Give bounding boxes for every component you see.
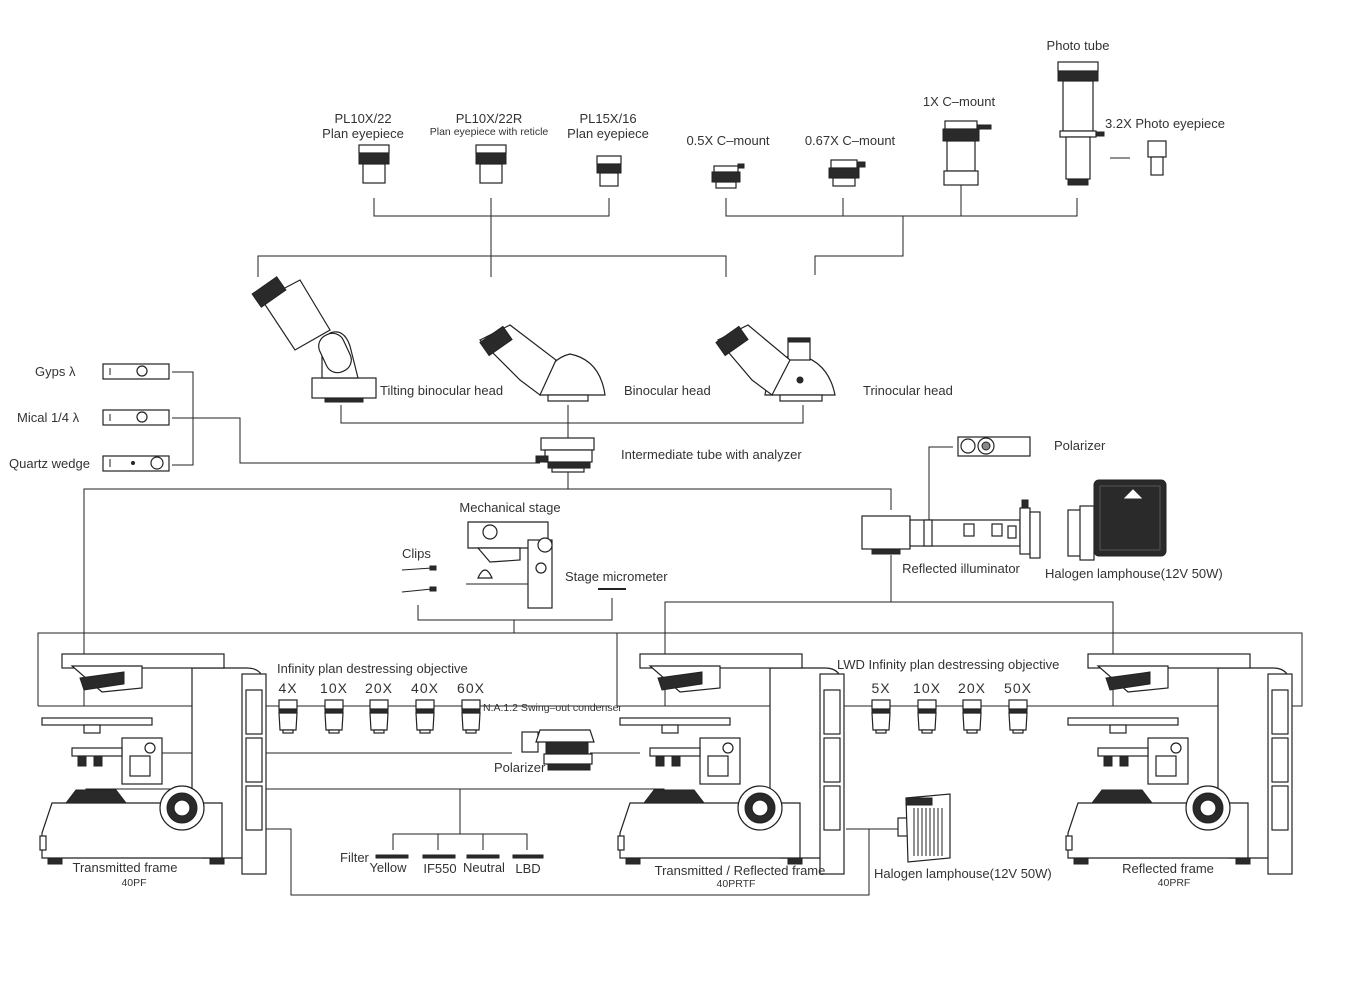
polarizer-label: Polarizer <box>1054 438 1106 453</box>
filter-label: Filter <box>340 850 369 865</box>
reflected-frame <box>1065 653 1293 875</box>
eyepiece-3-name: Plan eyepiece <box>567 126 649 141</box>
eyepiece-2-code: PL10X/22R <box>455 111 523 126</box>
intermediate-tube <box>535 437 595 473</box>
lamphouse-top-label: Halogen lamphouse(12V 50W) <box>1045 566 1223 581</box>
lwd-mag-50x: 50X <box>1004 680 1032 696</box>
eyepiece-group <box>358 144 622 187</box>
transmitted-frame <box>39 653 267 875</box>
mical-plate <box>102 409 170 426</box>
transmitted-frame-code: 40PF <box>121 877 147 889</box>
lwd-mag-20x: 20X <box>958 680 986 696</box>
reflected-illuminator-label: Reflected illuminator <box>902 561 1020 576</box>
filter-lbd: LBD <box>515 861 541 876</box>
halogen-lamphouse-bottom <box>897 793 951 863</box>
mechanical-stage-label: Mechanical stage <box>459 500 561 515</box>
infinity-objectives <box>278 699 481 734</box>
eyepiece-pl10x22r <box>475 144 507 184</box>
lwd-mag-10x: 10X <box>913 680 941 696</box>
binocular-head-label: Binocular head <box>624 383 711 398</box>
lamphouse-bottom-label: Halogen lamphouse(12V 50W) <box>874 866 1052 881</box>
connector-lines <box>37 157 1303 896</box>
filter-if550: IF550 <box>423 861 457 876</box>
c-mount-1-label: 1X C–mount <box>922 94 996 109</box>
obj-mag-40x: 40X <box>411 680 439 696</box>
gyps-plate <box>102 363 170 380</box>
lwd-objective-title: LWD Infinity plan destressing objective <box>837 657 1060 672</box>
eyepiece-pl10x22 <box>358 144 390 184</box>
eyepiece-2-name: Plan eyepiece with reticle <box>429 126 549 138</box>
eyepiece-3-code: PL15X/16 <box>579 111 637 126</box>
clips-label: Clips <box>402 546 431 561</box>
condenser-label: N.A.1.2 Swing–out condenser <box>483 702 622 714</box>
swing-out-condenser <box>521 729 595 771</box>
c-mount-067-label: 0.67X C–mount <box>804 133 896 148</box>
quartz-wedge <box>102 455 170 472</box>
transmitted-frame-name: Transmitted frame <box>72 860 178 875</box>
reflected-illuminator <box>861 499 1041 559</box>
obj-mag-60x: 60X <box>457 680 485 696</box>
trinocular-head <box>715 324 836 402</box>
reflected-frame-name: Reflected frame <box>1122 861 1214 876</box>
obj-mag-20x: 20X <box>365 680 393 696</box>
tilting-binocular-head <box>251 276 377 403</box>
mechanical-stage <box>466 521 553 609</box>
filter-neutral: Neutral <box>463 860 505 875</box>
obj-mag-4x: 4X <box>278 680 298 696</box>
c-mount-067 <box>828 159 866 187</box>
transmitted-reflected-frame <box>617 653 845 875</box>
photo-eyepiece-label: 3.2X Photo eyepiece <box>1105 116 1225 131</box>
eyepiece-1-code: PL10X/22 <box>334 111 392 126</box>
obj-mag-10x: 10X <box>320 680 348 696</box>
c-mount-1 <box>942 120 992 186</box>
filter-yellow: Yellow <box>369 860 407 875</box>
trans-reflected-frame-name: Transmitted / Reflected frame <box>654 863 826 878</box>
filters <box>375 854 544 859</box>
eyepiece-1-name: Plan eyepiece <box>322 126 404 141</box>
stage-micrometer-label: Stage micrometer <box>565 569 668 584</box>
lwd-mag-5x: 5X <box>871 680 891 696</box>
gyps-label: Gyps λ <box>35 364 76 379</box>
halogen-lamphouse-top <box>1067 479 1167 561</box>
photo-tube-label: Photo tube <box>1046 38 1110 53</box>
tilting-head-label: Tilting binocular head <box>380 383 504 398</box>
trinocular-head-label: Trinocular head <box>863 383 953 398</box>
mical-label: Mical 1/4 λ <box>17 410 80 425</box>
binocular-head <box>478 324 606 402</box>
clips <box>401 565 437 593</box>
infinity-objective-title: Infinity plan destressing objective <box>277 661 468 676</box>
photo-eyepiece <box>1147 140 1167 176</box>
c-mount-05 <box>711 163 745 189</box>
eyepiece-pl15x16 <box>596 155 622 187</box>
reflected-frame-code: 40PRF <box>1157 877 1191 889</box>
trans-reflected-frame-code: 40PRTF <box>716 878 756 890</box>
intermediate-tube-label: Intermediate tube with analyzer <box>621 447 802 462</box>
reflected-polarizer <box>957 436 1031 457</box>
quartz-label: Quartz wedge <box>9 456 90 471</box>
lwd-objectives <box>871 699 1028 734</box>
condenser-polarizer-label: Polarizer <box>494 760 546 775</box>
c-mount-05-label: 0.5X C–mount <box>686 133 770 148</box>
photo-tube <box>1057 61 1105 186</box>
